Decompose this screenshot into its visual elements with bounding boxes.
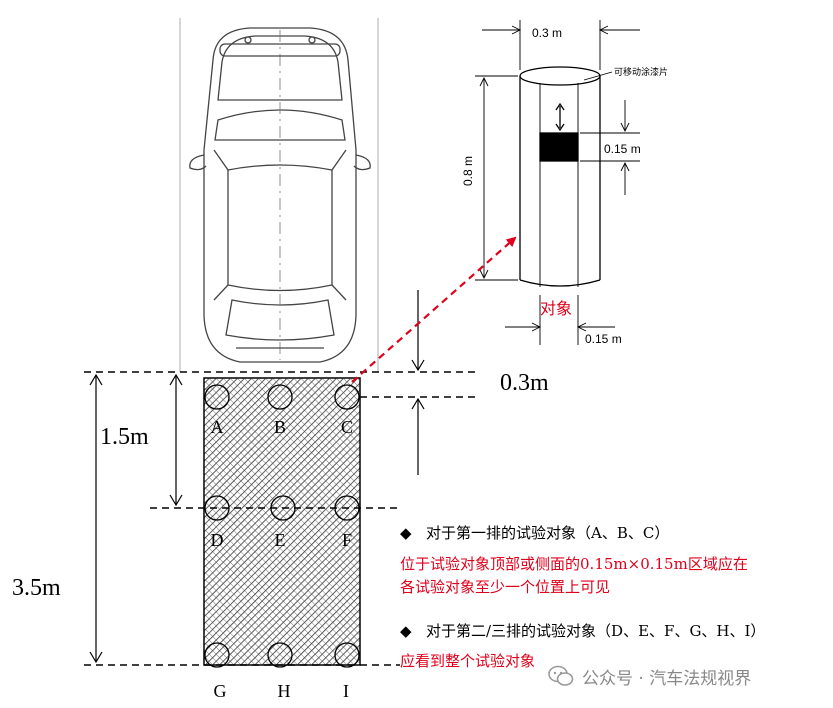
wechat-icon — [548, 665, 574, 686]
target-i-label: I — [343, 681, 349, 701]
target-circles — [204, 384, 360, 668]
car-top-view — [189, 27, 371, 363]
target-a-label: A — [211, 417, 224, 437]
cylinder-height-label: 0.8 m — [461, 156, 475, 186]
dimension-arrows — [89, 290, 425, 664]
target-c-circle — [334, 384, 360, 410]
dim-row1-label: 1.5m — [100, 424, 149, 450]
target-e-label: E — [275, 530, 286, 550]
diamond-bullet-icon: ◆ — [400, 524, 412, 542]
movable-patch-label: 可移动涂漆片 — [614, 66, 668, 77]
reference-lines — [84, 371, 475, 666]
note1-line1: 位于试验对象顶部或侧面的0.15m×0.15m区域应在 — [400, 555, 748, 573]
diamond-bullet-icon: ◆ — [400, 622, 412, 640]
band-width-label: 0.15 m — [585, 332, 622, 346]
target-h-label: H — [278, 681, 291, 701]
target-d-label: D — [211, 530, 224, 550]
target-g-label: G — [214, 681, 227, 701]
cylinder-object — [519, 66, 613, 287]
watermark: 公众号 · 汽车法规视界 — [548, 663, 751, 689]
cylinder-diameter-label: 0.3 m — [532, 26, 562, 40]
target-d-circle — [204, 495, 230, 521]
dim-gap-top-label: 0.3m — [500, 370, 549, 396]
target-f-label: F — [342, 530, 352, 550]
note2-line1: 应看到整个试验对象 — [400, 652, 536, 670]
target-a-circle — [204, 384, 230, 410]
note2-heading: ◆ 对于第二/三排的试验对象（D、E、F、G、H、I） — [400, 620, 765, 642]
painted-band — [539, 132, 579, 162]
note1-heading: ◆ 对于第一排的试验对象（A、B、C） — [400, 522, 669, 544]
red-pointer-arrow — [351, 236, 517, 383]
object-label: 对象 — [540, 300, 572, 318]
target-e-circle — [270, 495, 296, 521]
target-h-circle — [267, 642, 293, 668]
target-c-label: C — [341, 417, 353, 437]
lane-lines — [179, 18, 379, 372]
target-i-circle — [334, 642, 360, 668]
band-height-label: 0.15 m — [604, 142, 641, 156]
target-g-circle — [204, 642, 230, 668]
watermark-text: 公众号 · 汽车法规视界 — [582, 668, 752, 689]
target-f-circle — [334, 495, 360, 521]
target-b-label: B — [274, 417, 286, 437]
dim-total-label: 3.5m — [12, 575, 61, 601]
note1-line2: 各试验对象至少一个位置上可见 — [400, 578, 611, 596]
note1-heading-text: 对于第一排的试验对象（A、B、C） — [426, 524, 670, 542]
cylinder-dimensions — [475, 20, 640, 345]
target-b-circle — [267, 384, 293, 410]
note2-heading-text: 对于第二/三排的试验对象（D、E、F、G、H、I） — [426, 622, 766, 640]
